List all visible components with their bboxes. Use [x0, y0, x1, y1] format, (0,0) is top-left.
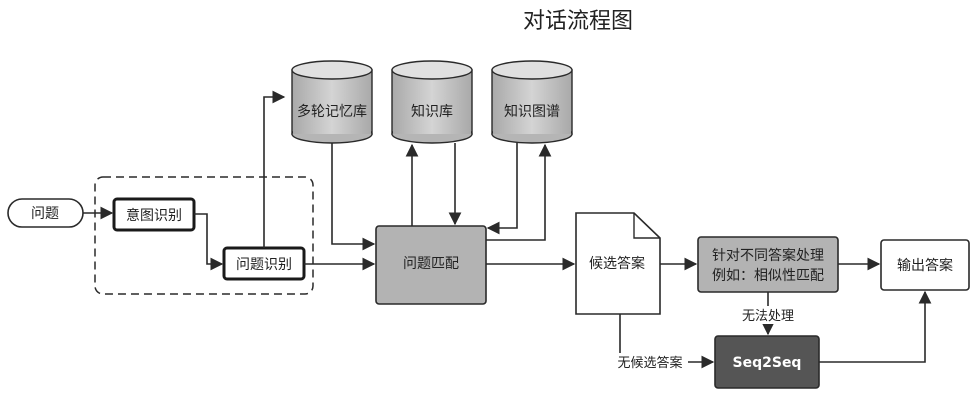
seq2seq-label: Seq2Seq [733, 355, 802, 371]
intent-label: 意图识别 [126, 207, 182, 224]
question-match-label: 问题匹配 [403, 256, 459, 272]
diagram-title: 对话流程图 [523, 9, 633, 34]
answer-processing-node: 针对不同答案处理 例如：相似性匹配 [697, 236, 839, 293]
processing-line1: 针对不同答案处理 [712, 247, 824, 264]
candidate-answer-node: 候选答案 [575, 212, 661, 315]
cannot-process-label: 无法处理 [742, 309, 794, 324]
edge-intent-recognition [194, 213, 224, 271]
question-recognition-label: 问题识别 [236, 257, 292, 273]
multi-turn-memory-label: 多轮记忆库 [297, 103, 367, 120]
recognition-group [94, 176, 314, 295]
output-answer-label: 输出答案 [897, 257, 953, 274]
edge-recognition-memory [263, 90, 286, 248]
question-match-node: 问题匹配 [375, 225, 487, 305]
candidate-answer-label: 候选答案 [589, 255, 645, 272]
output-answer-node: 输出答案 [880, 239, 970, 291]
knowledge-db: 知识库 [391, 60, 473, 144]
question-label: 问题 [31, 206, 59, 222]
edge-memory-match [331, 143, 376, 251]
edge-seq2seq-output [819, 290, 932, 363]
question-node: 问题 [7, 198, 84, 228]
knowledge-db-label: 知识库 [411, 103, 453, 120]
seq2seq-node: Seq2Seq [714, 335, 820, 389]
knowledge-graph-db: 知识图谱 [491, 60, 573, 144]
processing-line2: 例如：相似性匹配 [712, 268, 824, 284]
edge-match-graph [486, 143, 552, 241]
multi-turn-memory-db: 多轮记忆库 [291, 60, 373, 144]
no-candidate-label: 无候选答案 [617, 355, 682, 371]
knowledge-graph-label: 知识图谱 [504, 103, 560, 120]
intent-node: 意图识别 [112, 197, 196, 232]
question-recognition-node: 问题识别 [222, 246, 306, 281]
edge-graph-match [486, 143, 518, 235]
